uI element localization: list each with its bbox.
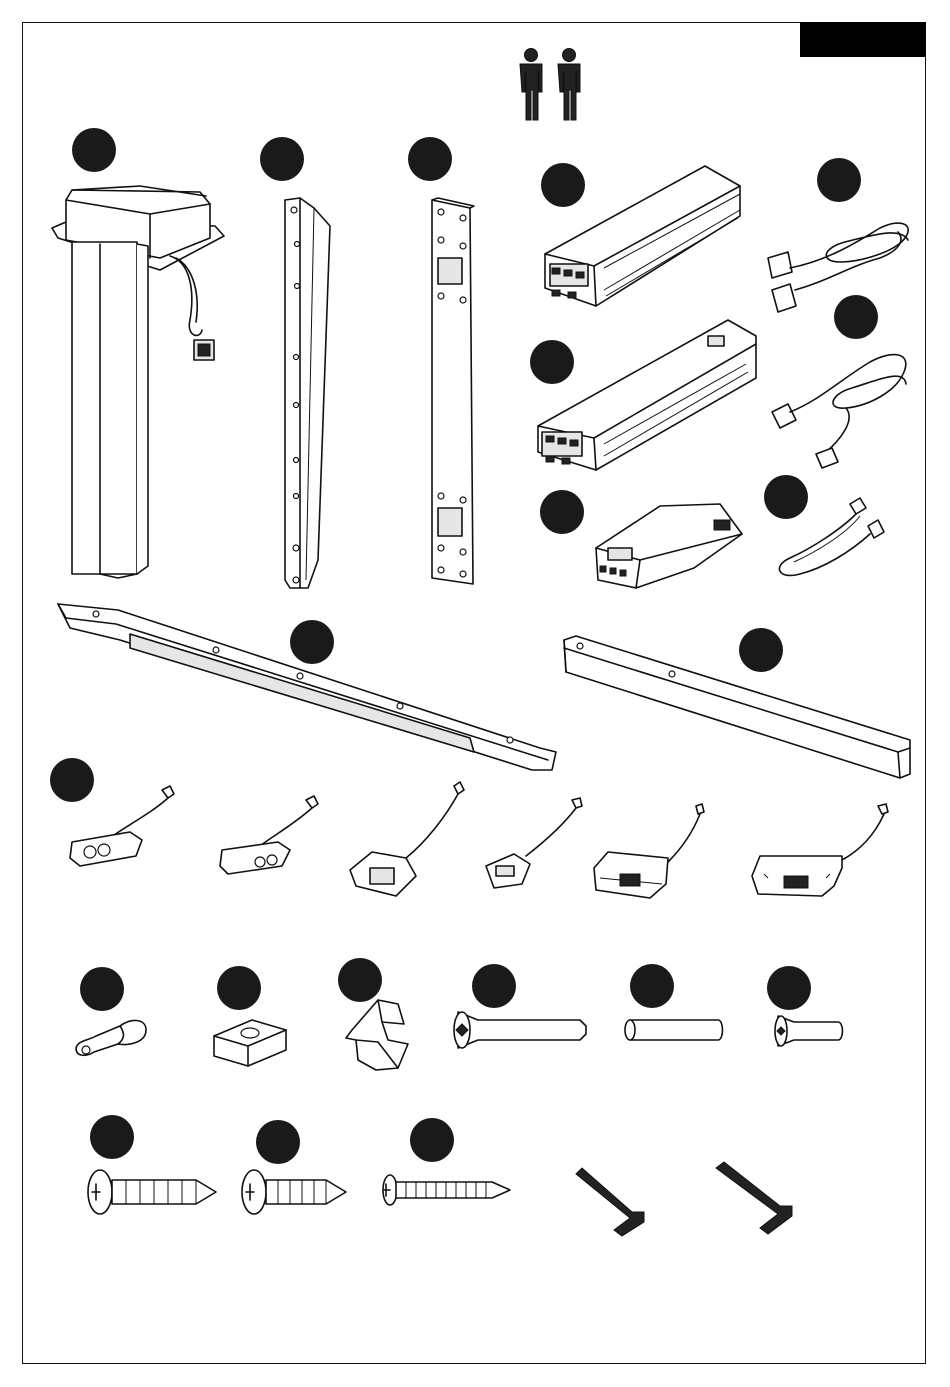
power-cable-b	[772, 355, 906, 468]
connection-cable	[779, 498, 884, 575]
control-box-medium	[538, 320, 756, 470]
wood-screw-medium	[242, 1170, 346, 1214]
hex-key-large	[716, 1162, 792, 1234]
short-bolt	[775, 1016, 843, 1046]
long-bolt	[454, 1012, 586, 1048]
cable-clip	[76, 1020, 146, 1055]
support-beam	[564, 636, 910, 778]
handset-controllers	[70, 782, 888, 898]
control-box-large	[545, 166, 740, 306]
hex-key-small	[576, 1168, 644, 1236]
wood-screw-large	[88, 1170, 216, 1214]
lifting-column-with-motor	[52, 186, 224, 578]
wood-screw-long	[383, 1175, 510, 1205]
control-box-small	[596, 504, 742, 588]
cable-hook	[346, 1000, 408, 1070]
cross-beam	[58, 604, 556, 770]
two-person-lift-icon	[520, 49, 580, 121]
square-clamp	[214, 1020, 286, 1066]
power-cable-a	[768, 223, 908, 312]
barrel-nut	[625, 1020, 723, 1040]
side-bracket	[285, 198, 330, 588]
foot-plate-bracket	[432, 198, 474, 584]
